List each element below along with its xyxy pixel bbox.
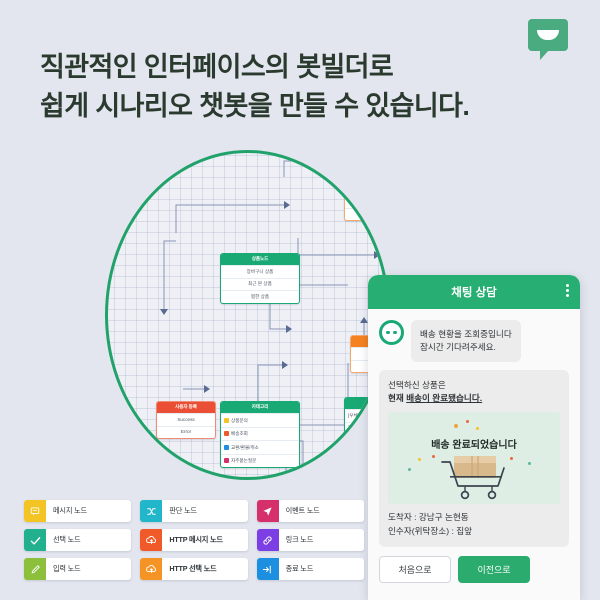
page-title: 직관적인 인터페이스의 봇빌더로 쉽게 시나리오 챗봇을 만들 수 있습니다. xyxy=(40,48,540,126)
legend-item-link-node[interactable]: 링크 노드 xyxy=(256,529,364,551)
end-node-icon xyxy=(256,558,279,580)
legend-label: 입력 노드 xyxy=(53,564,81,573)
delivery-status-card: 선택하신 상품은 현재 배송이 완료됐습니다. 배송 완료되었습니다 xyxy=(379,369,569,548)
diagram-node-user-register[interactable]: 사용자 등록 Success Error xyxy=(156,401,216,440)
inquiry-icon xyxy=(224,417,229,423)
go-to-previous-button[interactable]: 이전으로 xyxy=(458,556,530,584)
diagram-node-category[interactable]: 카테고리 상품문의 배송조회 교환/환불/취소 자주묻는질문 xyxy=(220,401,300,468)
node-row[interactable]: Error xyxy=(157,425,215,438)
http-message-node-icon xyxy=(140,529,163,551)
decision-node-icon xyxy=(140,500,163,522)
bot-message-line-2: 잠시간 기다려주세요. xyxy=(420,341,496,352)
card-line-1: 선택하신 상품은 xyxy=(388,379,446,390)
legend-label: HTTP 메시지 노드 xyxy=(169,535,223,544)
node-row[interactable]: 찜한 상품 xyxy=(221,290,299,302)
headline-line-2: 쉽게 시나리오 챗봇을 만들 수 있습니다. xyxy=(40,91,470,122)
shopping-cart-with-box-icon xyxy=(441,456,505,500)
delivery-complete-banner: 배송 완료되었습니다 xyxy=(388,412,560,505)
node-title: 사용자 등록 xyxy=(157,402,215,414)
node-row[interactable]: 로라카 울란드롤 도자... xyxy=(345,434,387,446)
card-line-2: 현재 배송이 완료됐습니다. xyxy=(388,392,560,405)
node-row[interactable]: [우체국]KP94 종라... xyxy=(345,409,387,421)
promo-title: 배송 완료되었습니다 xyxy=(431,440,517,452)
node-row[interactable]: Error xyxy=(345,207,387,220)
legend-item-select-node[interactable]: 선택 노드 xyxy=(24,529,132,551)
legend-item-decision-node[interactable]: 판단 노드 xyxy=(140,500,248,522)
node-row[interactable]: *보니자쇼우스* 울란... xyxy=(345,446,387,459)
delivery-detail-1: 도착자 : 강남구 논현동 xyxy=(388,512,469,523)
bot-message-bubble: 배송 현황을 조회중입니다 잠시간 기다려주세요. xyxy=(411,320,521,362)
select-node-icon xyxy=(24,529,46,551)
node-row[interactable]: Success xyxy=(345,195,387,207)
faq-icon xyxy=(224,457,229,463)
node-row[interactable]: 장바구니 상품 xyxy=(221,265,299,277)
legend-item-message-node[interactable]: 메시지 노드 xyxy=(24,500,132,522)
legend-item-event-node[interactable]: 이벤트 노드 xyxy=(256,500,364,522)
node-row-label: 교환/환불/취소 xyxy=(231,444,259,450)
refund-icon xyxy=(224,444,229,450)
legend-label: 이벤트 노드 xyxy=(285,506,320,515)
legend-item-input-node[interactable]: 입력 노드 xyxy=(24,558,132,580)
node-row[interactable]: 배송조회 xyxy=(221,426,299,440)
chat-bubble-logo-icon xyxy=(528,19,568,60)
node-row[interactable]: 화용익(국제이 KP94... xyxy=(345,421,387,434)
flow-diagram-circle: 상품노드 장바구니 상품 최근 본 상품 찜한 상품 최근 본 상품 Succe… xyxy=(105,150,390,480)
brand-logo xyxy=(528,19,572,63)
input-node-icon xyxy=(24,558,46,580)
chat-message-list: 배송 현황을 조회중입니다 잠시간 기다려주세요. 선택하신 상품은 현재 배송… xyxy=(368,309,580,548)
bot-message-row: 배송 현황을 조회중입니다 잠시간 기다려주세요. xyxy=(379,320,569,362)
node-row-label: 배송조회 xyxy=(231,431,248,437)
chat-header-title: 채팅 상담 xyxy=(451,287,497,299)
card-line-2-prefix: 현재 xyxy=(388,393,407,404)
bot-message-line-1: 배송 현황을 조회중입니다 xyxy=(420,329,512,339)
legend-item-http-message-node[interactable]: HTTP 메시지 노드 xyxy=(140,529,248,551)
legend-item-http-select-node[interactable]: HTTP 선택 노드 xyxy=(140,558,248,580)
node-row-label: 자주묻는질문 xyxy=(231,457,257,463)
diagram-node-product-node[interactable]: 상품노드 장바구니 상품 최근 본 상품 찜한 상품 xyxy=(220,253,300,304)
node-row[interactable]: Success xyxy=(157,413,215,425)
legend-label: HTTP 선택 노드 xyxy=(169,564,217,573)
node-row[interactable]: 최근 본 상품 xyxy=(221,277,299,290)
node-type-legend: 메시지 노드 판단 노드 이벤트 노드 선택 노드 HTTP 메시지 노드 xyxy=(24,500,364,580)
event-node-icon xyxy=(256,500,279,522)
legend-label: 선택 노드 xyxy=(53,535,81,544)
bot-avatar-icon xyxy=(379,320,404,345)
legend-label: 메시지 노드 xyxy=(53,506,87,515)
node-title: 상품노드 xyxy=(221,254,299,266)
go-to-first-button[interactable]: 처음으로 xyxy=(379,556,451,584)
legend-label: 종료 노드 xyxy=(285,564,314,573)
node-title: 최근 본 상품 xyxy=(345,184,387,196)
diagram-node-recent-viewed[interactable]: 최근 본 상품 Success Error xyxy=(344,183,387,222)
delivery-detail-2: 인수자(위탁장소) : 집앞 xyxy=(388,525,473,536)
legend-label: 판단 노드 xyxy=(169,506,197,515)
message-node-icon xyxy=(24,500,46,522)
legend-label: 링크 노드 xyxy=(285,535,314,544)
chat-action-buttons: 처음으로 이전으로 xyxy=(368,547,580,584)
chat-header: 채팅 상담 xyxy=(368,275,580,309)
node-row[interactable]: 자주묻는질문 xyxy=(221,453,299,467)
node-row-label: 상품문의 xyxy=(231,417,248,423)
node-title: 카테고리 xyxy=(221,402,299,414)
http-select-node-icon xyxy=(140,558,163,580)
logo-smile-shape xyxy=(537,30,559,40)
kebab-menu-icon[interactable] xyxy=(566,284,569,299)
headline-line-1: 직관적인 인터페이스의 봇빌더로 xyxy=(40,52,394,82)
node-row[interactable]: 상품문의 xyxy=(221,413,299,426)
chat-widget: 채팅 상담 배송 현황을 조회중입니다 잠시간 기다려주세요. 선택하신 상품은… xyxy=(368,275,580,600)
link-node-icon xyxy=(256,529,279,551)
legend-item-end-node[interactable]: 종료 노드 xyxy=(256,558,364,580)
card-line-2-underline: 배송이 완료됐습니다. xyxy=(406,393,483,404)
node-row[interactable]: 교환/환불/취소 xyxy=(221,440,299,453)
delivery-icon xyxy=(224,431,229,437)
